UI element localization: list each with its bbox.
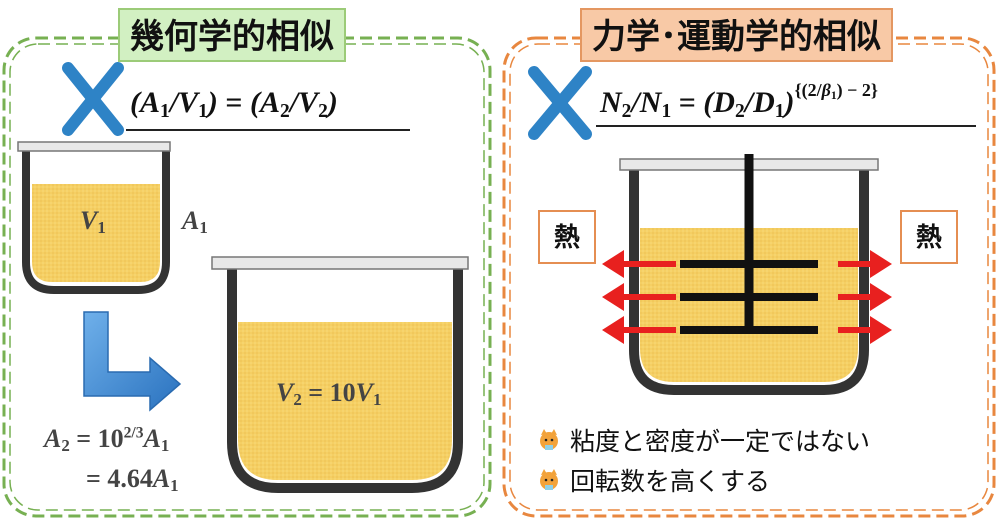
big-vessel — [211, 256, 469, 493]
eq-v2-sub: 2 — [318, 100, 328, 122]
cross-icon — [62, 62, 124, 136]
area-ratio-line1: A2 = 102/3A1 — [44, 424, 170, 456]
stirred-vessel — [619, 154, 879, 395]
note-item: 回転数を高くする — [536, 462, 770, 498]
eq-a1-sub: 1 — [160, 100, 170, 122]
eq-v1: V — [178, 86, 199, 119]
mascot-icon — [540, 469, 558, 490]
area-volume-equation: (A1/V1) = (A2/V2) — [130, 86, 338, 122]
area-ratio-line2: = 4.64A1 — [86, 464, 179, 496]
eq-a2-sub: 2 — [280, 100, 290, 122]
mascot-icon — [540, 429, 558, 450]
heat-arrow-icon — [838, 250, 892, 344]
heat-label-left: 熱 — [538, 210, 596, 264]
l-shaped-arrow-icon — [83, 311, 182, 412]
speed-diameter-equation: N2/N1 = (D2/D1){(2/β1) − 2} — [600, 80, 878, 123]
right-panel-title: 力学･運動学的相似 — [580, 8, 893, 62]
right-panel-border — [502, 36, 996, 518]
small-vessel-area-label: A1 — [182, 206, 208, 238]
eq-a2: A — [259, 86, 280, 119]
heat-label-right: 熱 — [900, 210, 958, 264]
small-vessel-volume-label: V1 — [80, 206, 106, 238]
note-item: 粘度と密度が一定ではない — [536, 422, 870, 458]
eq-equals: = — [225, 86, 243, 119]
eq-a1: A — [140, 86, 161, 119]
eq-v2: V — [298, 86, 319, 119]
heat-arrow-icon — [602, 250, 676, 344]
left-panel-title: 幾何学的相似 — [118, 8, 346, 62]
eq-v1-sub: 1 — [198, 100, 208, 122]
cross-icon — [528, 66, 592, 140]
note-text: 回転数を高くする — [570, 467, 771, 496]
small-vessel — [17, 141, 171, 294]
big-vessel-volume-label: V2 = 10V1 — [276, 378, 382, 410]
impeller — [680, 154, 818, 334]
note-text: 粘度と密度が一定ではない — [570, 427, 871, 456]
